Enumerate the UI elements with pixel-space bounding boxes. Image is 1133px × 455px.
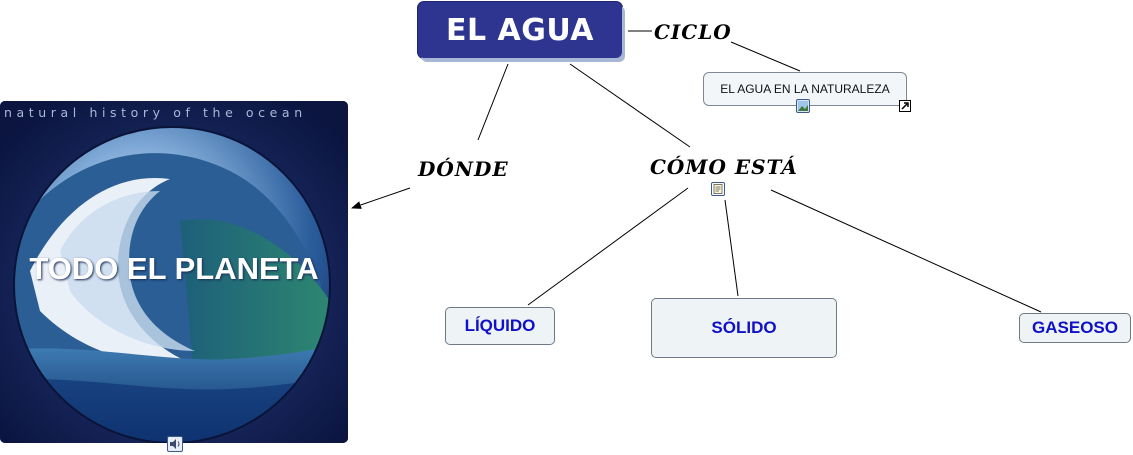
main-concept-node[interactable]: EL AGUA xyxy=(418,2,622,58)
link-line-como-liquido xyxy=(527,187,689,306)
link-arrow-icon[interactable] xyxy=(899,100,911,112)
link-line-main-donde xyxy=(477,63,509,141)
link-line-como-gaseoso xyxy=(770,189,1042,313)
link-phrase-como-esta-label: CÓMO ESTÁ xyxy=(650,155,798,179)
ocean-image-panel[interactable]: natural history of the ocean TODO EL PLA… xyxy=(0,101,348,443)
concept-solido[interactable]: SÓLIDO xyxy=(651,298,837,358)
link-phrase-ciclo[interactable]: CICLO xyxy=(654,20,732,44)
link-arrow-donde-panel xyxy=(351,187,411,209)
link-phrase-donde[interactable]: DÓNDE xyxy=(418,157,509,181)
resource-node-label: EL AGUA EN LA NATURALEZA xyxy=(720,82,890,96)
link-line-main-como xyxy=(569,63,691,148)
concept-liquido[interactable]: LÍQUIDO xyxy=(445,307,555,345)
ocean-wave-image xyxy=(0,101,348,443)
concept-gaseoso-label: GASEOSO xyxy=(1032,318,1118,337)
image-caption: natural history of the ocean xyxy=(4,105,307,120)
document-resource-icon[interactable] xyxy=(711,182,725,196)
speaker-icon[interactable] xyxy=(167,436,183,452)
concept-gaseoso[interactable]: GASEOSO xyxy=(1019,313,1131,343)
link-phrase-como-esta[interactable]: CÓMO ESTÁ xyxy=(650,155,798,179)
link-line-ciclo-naturaleza xyxy=(730,41,801,72)
concept-liquido-label: LÍQUIDO xyxy=(464,316,536,335)
link-phrase-ciclo-label: CICLO xyxy=(654,20,732,44)
main-concept-label: EL AGUA xyxy=(445,12,595,48)
link-phrase-donde-label: DÓNDE xyxy=(418,157,509,181)
image-title: TODO EL PLANETA xyxy=(29,251,319,286)
concept-solido-label: SÓLIDO xyxy=(711,318,777,337)
image-resource-icon[interactable] xyxy=(796,99,810,113)
link-line-como-solido xyxy=(724,199,739,297)
